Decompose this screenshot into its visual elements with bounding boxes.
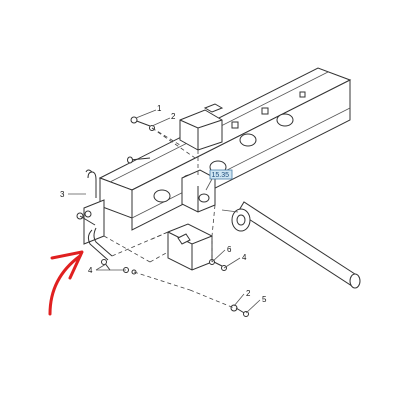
callouts: 1 2 3 4 6 4 2 5 bbox=[60, 104, 267, 314]
left-plate bbox=[76, 199, 105, 245]
frame-hole-5 bbox=[276, 113, 294, 127]
frame-hole-1 bbox=[153, 189, 171, 203]
hardware bbox=[101, 116, 249, 317]
assembly-dashes bbox=[103, 127, 235, 309]
callout-2-top: 2 bbox=[171, 112, 176, 121]
callout-4-left: 4 bbox=[88, 266, 93, 275]
callout-3: 3 bbox=[60, 190, 65, 199]
center-mount-bracket bbox=[181, 169, 216, 213]
callout-6: 6 bbox=[227, 245, 232, 254]
cable-rod-part-3 bbox=[85, 169, 97, 198]
lower-bracket bbox=[167, 223, 213, 271]
callout-2-bottom: 2 bbox=[246, 289, 251, 298]
callout-4-right: 4 bbox=[242, 253, 247, 262]
red-annotation-arrow bbox=[48, 250, 84, 316]
callout-5: 5 bbox=[262, 295, 267, 304]
linkage-arm bbox=[87, 227, 113, 261]
axle-shaft bbox=[221, 201, 361, 289]
reference-tag[interactable]: 15.35 bbox=[205, 169, 233, 191]
frame-hole-4 bbox=[239, 133, 257, 147]
reference-tag-text: 15.35 bbox=[212, 172, 230, 179]
callout-1: 1 bbox=[157, 104, 162, 113]
frame-rail bbox=[98, 67, 352, 231]
upper-bracket bbox=[179, 103, 224, 151]
